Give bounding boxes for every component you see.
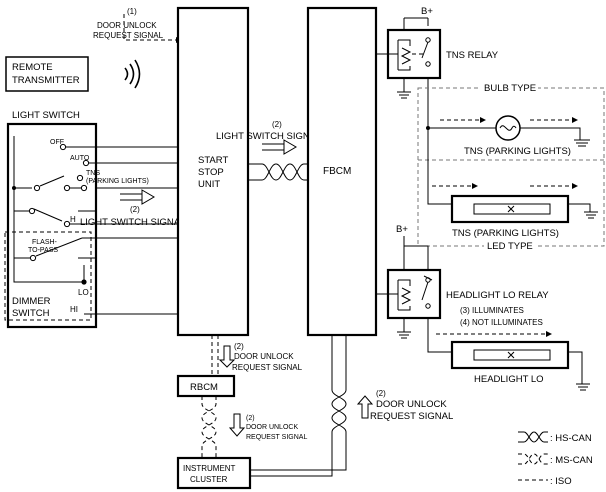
svg-text:SWITCH: SWITCH (12, 308, 50, 319)
tns-relay: B+ TNS RELAY (376, 6, 499, 128)
svg-text:STOP: STOP (198, 167, 224, 178)
bulb-led-region: BULB TYPE LED TYPE (417, 80, 605, 252)
instrument-cluster: INSTRUMENT CLUSTER (176, 456, 252, 490)
light-switch-signal-b: (2) LIGHT SWITCH SIGNAL (216, 120, 321, 155)
svg-text:UNIT: UNIT (198, 179, 220, 190)
hs-can-ssu-fbcm (248, 163, 310, 181)
svg-text:BULB TYPE: BULB TYPE (484, 83, 536, 94)
svg-text:CLUSTER: CLUSTER (190, 475, 228, 484)
svg-text:TNS (PARKING LIGHTS): TNS (PARKING LIGHTS) (464, 146, 571, 157)
light-switch-title: LIGHT SWITCH (12, 110, 80, 121)
light-switch-signal-a: (2) LIGHT SWITCH SIGNAL (80, 189, 185, 228)
remote-transmitter: REMOTE TRANSMITTER (5, 56, 89, 92)
svg-text:INSTRUMENT: INSTRUMENT (183, 464, 236, 473)
headlight-lo-relay: B+ HEADLIGHT LO RELAY (376, 224, 549, 339)
svg-text:(2): (2) (376, 389, 386, 398)
svg-text:RBCM: RBCM (190, 382, 218, 393)
svg-text:REQUEST SIGNAL: REQUEST SIGNAL (246, 434, 307, 441)
light-switch: LIGHT SWITCH OFF AUTO TNS (PARKING LIGHT… (4, 110, 149, 329)
svg-text:LIGHT SWITCH SIGNAL: LIGHT SWITCH SIGNAL (216, 131, 321, 142)
svg-text:FBCM: FBCM (323, 166, 351, 177)
svg-text:HEADLIGHT LO RELAY: HEADLIGHT LO RELAY (446, 290, 549, 301)
svg-text:LIGHT SWITCH SIGNAL: LIGHT SWITCH SIGNAL (80, 217, 185, 228)
svg-text:REQUEST SIGNAL: REQUEST SIGNAL (232, 363, 303, 372)
svg-text:B+: B+ (421, 6, 433, 17)
svg-text:(PARKING LIGHTS): (PARKING LIGHTS) (86, 178, 149, 185)
svg-text:AUTO: AUTO (70, 155, 90, 162)
svg-text:: HS-CAN: : HS-CAN (550, 433, 592, 444)
svg-text:DOOR UNLOCK: DOOR UNLOCK (376, 399, 447, 410)
svg-text:DIMMER: DIMMER (12, 296, 51, 307)
svg-text:: ISO: : ISO (550, 476, 572, 487)
svg-text:(2): (2) (246, 415, 255, 422)
svg-text:B+: B+ (396, 224, 408, 235)
svg-text:HI: HI (70, 305, 78, 314)
svg-text:REQUEST SIGNAL: REQUEST SIGNAL (370, 411, 453, 422)
svg-text:(2): (2) (234, 342, 244, 351)
svg-text:DOOR UNLOCK: DOOR UNLOCK (97, 21, 157, 30)
svg-text:(4) NOT ILLUMINATES: (4) NOT ILLUMINATES (460, 318, 543, 327)
svg-text:TO-PASS: TO-PASS (28, 247, 58, 254)
remote-transmitter-label: REMOTE (12, 62, 53, 73)
ms-can-rbcm-cluster: (2) DOOR UNLOCK REQUEST SIGNAL (201, 396, 307, 458)
svg-text:(3) ILLUMINATES: (3) ILLUMINATES (460, 306, 524, 315)
door-unlock-signal-1: (1) DOOR UNLOCK REQUEST SIGNAL (93, 7, 182, 43)
light-switch-wires (96, 146, 178, 315)
start-stop-unit: START STOP UNIT (176, 6, 250, 337)
hs-can-fbcm-cluster: (2) DOOR UNLOCK REQUEST SIGNAL (250, 335, 453, 477)
svg-text:LED TYPE: LED TYPE (487, 241, 533, 252)
tns-bulb-lamp: TNS (PARKING LIGHTS) (426, 115, 590, 157)
svg-text:TNS RELAY: TNS RELAY (446, 50, 499, 61)
svg-text:FLASH-: FLASH- (32, 239, 58, 246)
svg-text:DOOR UNLOCK: DOOR UNLOCK (234, 352, 294, 361)
wireless-signal-icon (124, 59, 141, 89)
svg-text:DOOR UNLOCK: DOOR UNLOCK (246, 424, 298, 431)
legend: : HS-CAN : MS-CAN : ISO (518, 431, 593, 487)
svg-text:(2): (2) (272, 120, 282, 129)
fbcm: FBCM (306, 6, 378, 337)
remote-transmitter-label: TRANSMITTER (12, 75, 80, 86)
svg-text:H: H (70, 215, 76, 224)
svg-text:OFF: OFF (50, 139, 64, 146)
svg-text:HEADLIGHT LO: HEADLIGHT LO (474, 374, 544, 385)
svg-text:TNS: TNS (86, 170, 100, 177)
headlight-lo-lamp: (3) ILLUMINATES (4) NOT ILLUMINATES HEAD… (427, 306, 590, 391)
rbcm: RBCM (176, 374, 236, 398)
iso-ssu-rbcm: (2) DOOR UNLOCK REQUEST SIGNAL (211, 335, 303, 376)
svg-text:TNS (PARKING LIGHTS): TNS (PARKING LIGHTS) (452, 228, 559, 239)
svg-text:: MS-CAN: : MS-CAN (550, 455, 593, 466)
svg-text:(1): (1) (127, 7, 137, 16)
svg-text:START: START (198, 155, 228, 166)
svg-text:REQUEST SIGNAL: REQUEST SIGNAL (93, 31, 164, 40)
tns-led-lamp: TNS (PARKING LIGHTS) (427, 128, 598, 239)
svg-text:(2): (2) (130, 205, 140, 214)
svg-text:LO: LO (78, 288, 89, 297)
